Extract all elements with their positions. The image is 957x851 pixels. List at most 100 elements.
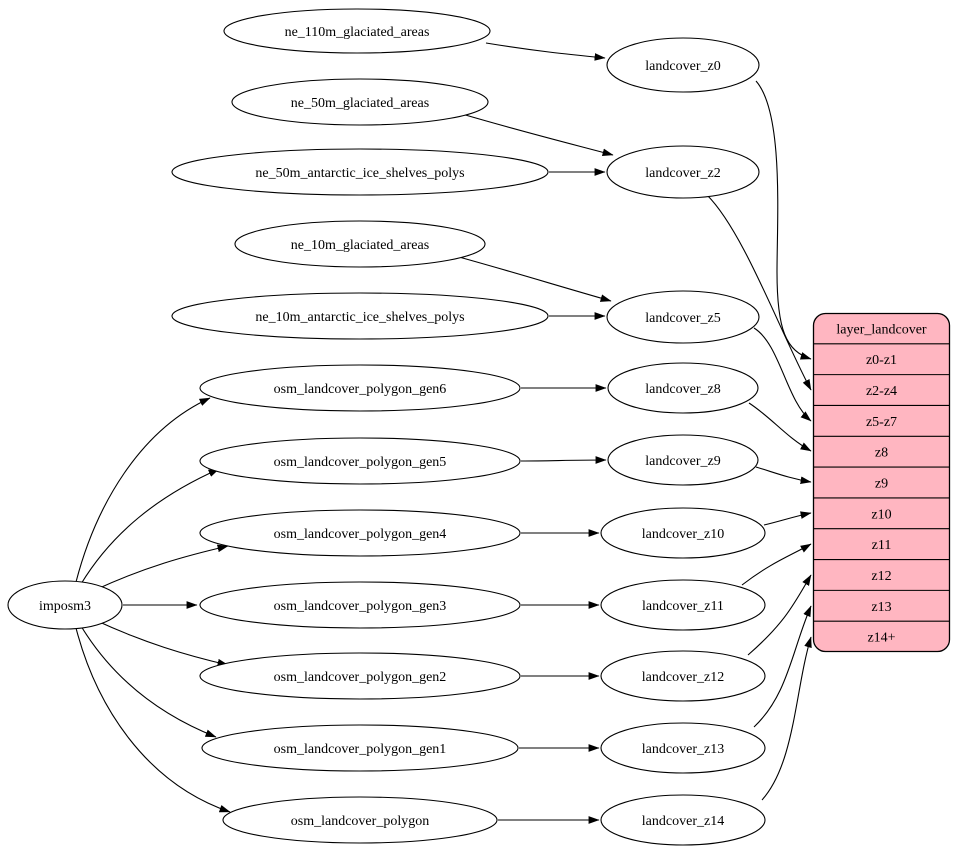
node-landcover_z2-label: landcover_z2 — [645, 166, 720, 181]
edge-landcover_z14-to-row-z14+ — [761, 636, 812, 801]
table-row-z2-z4: z2-z4 — [866, 384, 897, 399]
edge-landcover_z5-to-row-z5-z7 — [753, 327, 812, 422]
node-osm_landcover_polygon_gen6-label: osm_landcover_polygon_gen6 — [274, 382, 447, 397]
node-osm_landcover_polygon_gen5-shape — [199, 437, 521, 485]
table-layer: layer_landcoverz0-z1z2-z4z5-z7z8z9z10z11… — [812, 312, 951, 653]
node-osm_landcover_polygon_gen6-shape — [199, 364, 521, 412]
table-row-z0-z1: z0-z1 — [866, 353, 897, 368]
node-osm_landcover_polygon_gen4-label: osm_landcover_polygon_gen4 — [274, 527, 447, 542]
node-osm_landcover_polygon_gen1-label: osm_landcover_polygon_gen1 — [274, 742, 447, 757]
table-row-z13: z13 — [871, 600, 891, 615]
node-ne_10m_antarctic_ice_shelves_polys-shape — [171, 292, 549, 340]
edge-imposm3-to-osm_landcover_polygon_gen5 — [80, 468, 220, 585]
node-landcover_z0: landcover_z0 — [606, 37, 760, 93]
edge-landcover_z8-to-row-z8 — [748, 402, 812, 452]
edge-ne_50m_glaciated_areas-to-landcover_z2 — [461, 113, 614, 157]
node-osm_landcover_polygon: osm_landcover_polygon — [222, 796, 498, 844]
edges-layer — [75, 42, 812, 824]
node-landcover_z12: landcover_z12 — [600, 650, 766, 702]
node-osm_landcover_polygon_gen1: osm_landcover_polygon_gen1 — [201, 724, 519, 772]
edge-landcover_z13-to-row-z13 — [753, 605, 812, 728]
table-row-z10: z10 — [871, 507, 891, 522]
node-ne_50m_antarctic_ice_shelves_polys-shape — [171, 148, 549, 196]
node-osm_landcover_polygon_gen6: osm_landcover_polygon_gen6 — [199, 364, 521, 412]
node-landcover_z10-shape — [600, 507, 766, 559]
node-ne_10m_glaciated_areas: ne_10m_glaciated_areas — [234, 220, 486, 268]
node-osm_landcover_polygon_gen3: osm_landcover_polygon_gen3 — [199, 581, 521, 629]
node-landcover_z10-label: landcover_z10 — [642, 527, 724, 542]
node-landcover_z14-shape — [600, 794, 766, 846]
node-landcover_z0-label: landcover_z0 — [645, 59, 720, 74]
node-osm_landcover_polygon_gen4: osm_landcover_polygon_gen4 — [199, 509, 521, 557]
edge-landcover_z9-to-row-z9 — [755, 466, 812, 485]
edge-imposm3-to-osm_landcover_polygon — [75, 627, 231, 813]
node-ne_50m_glaciated_areas-label: ne_50m_glaciated_areas — [291, 96, 429, 111]
node-ne_50m_antarctic_ice_shelves_polys: ne_50m_antarctic_ice_shelves_polys — [171, 148, 549, 196]
nodes-layer: ne_110m_glaciated_areas ne_50m_glaciated_… — [7, 8, 766, 846]
node-ne_110m_glaciated_areas-shape — [223, 8, 491, 54]
node-osm_landcover_polygon-label: osm_landcover_polygon — [291, 814, 429, 829]
node-landcover_z13-label: landcover_z13 — [642, 742, 724, 757]
node-ne_50m_antarctic_ice_shelves_polys-label: ne_50m_antarctic_ice_shelves_polys — [255, 166, 464, 181]
edge-landcover_z0-to-row-z0-z1 — [755, 80, 812, 360]
node-landcover_z8-shape — [607, 362, 759, 414]
node-osm_landcover_polygon_gen5-label: osm_landcover_polygon_gen5 — [274, 455, 447, 470]
table-layer_landcover-background — [812, 312, 951, 653]
node-landcover_z10: landcover_z10 — [600, 507, 766, 559]
node-landcover_z5-label: landcover_z5 — [645, 311, 720, 326]
node-landcover_z12-shape — [600, 650, 766, 702]
node-osm_landcover_polygon_gen3-label: osm_landcover_polygon_gen3 — [274, 599, 447, 614]
table-row-z9: z9 — [875, 477, 888, 492]
node-imposm3: imposm3 — [7, 580, 123, 630]
edge-osm_landcover_polygon_gen5-to-landcover_z9 — [520, 456, 607, 464]
node-landcover_z11-shape — [600, 579, 766, 631]
table-row-z8: z8 — [875, 446, 888, 461]
node-landcover_z12-label: landcover_z12 — [642, 670, 724, 685]
edge-ne_110m_glaciated_areas-to-landcover_z0 — [485, 42, 606, 61]
edge-landcover_z12-to-row-z12 — [747, 574, 812, 656]
node-osm_landcover_polygon-shape — [222, 796, 498, 844]
node-ne_110m_glaciated_areas: ne_110m_glaciated_areas — [223, 8, 491, 54]
node-ne_10m_glaciated_areas-shape — [234, 220, 486, 268]
node-landcover_z11-label: landcover_z11 — [642, 599, 724, 614]
table-row-z14+: z14+ — [867, 631, 895, 646]
node-landcover_z13-shape — [600, 722, 766, 774]
node-landcover_z9-shape — [607, 434, 759, 486]
node-landcover_z2-shape — [606, 145, 760, 199]
node-landcover_z13: landcover_z13 — [600, 722, 766, 774]
node-landcover_z0-shape — [606, 37, 760, 93]
node-landcover_z8: landcover_z8 — [607, 362, 759, 414]
edge-imposm3-to-osm_landcover_polygon_gen2 — [94, 619, 229, 667]
node-osm_landcover_polygon_gen1-shape — [201, 724, 519, 772]
node-osm_landcover_polygon_gen4-shape — [199, 509, 521, 557]
table-row-z12: z12 — [871, 569, 891, 584]
edge-imposm3-to-osm_landcover_polygon_gen6 — [75, 397, 211, 583]
table-layer_landcover: layer_landcoverz0-z1z2-z4z5-z7z8z9z10z11… — [812, 312, 951, 653]
edge-landcover_z10-to-row-z10 — [763, 511, 812, 526]
edge-landcover_z11-to-row-z11 — [741, 543, 812, 586]
node-landcover_z8-label: landcover_z8 — [645, 382, 720, 397]
node-ne_10m_antarctic_ice_shelves_polys-label: ne_10m_antarctic_ice_shelves_polys — [255, 310, 464, 325]
table-row-z11: z11 — [872, 538, 892, 553]
node-landcover_z14-label: landcover_z14 — [642, 814, 724, 829]
node-ne_10m_antarctic_ice_shelves_polys: ne_10m_antarctic_ice_shelves_polys — [171, 292, 549, 340]
node-ne_10m_glaciated_areas-label: ne_10m_glaciated_areas — [291, 238, 429, 253]
node-osm_landcover_polygon_gen2-label: osm_landcover_polygon_gen2 — [274, 670, 447, 685]
node-osm_landcover_polygon_gen2-shape — [199, 652, 521, 700]
node-landcover_z5-shape — [606, 290, 760, 344]
edge-landcover_z2-to-row-z2-z4 — [706, 194, 812, 391]
node-ne_50m_glaciated_areas-shape — [231, 78, 489, 126]
node-landcover_z9-label: landcover_z9 — [645, 454, 720, 469]
node-imposm3-label: imposm3 — [39, 599, 91, 614]
node-landcover_z14: landcover_z14 — [600, 794, 766, 846]
node-landcover_z2: landcover_z2 — [606, 145, 760, 199]
node-imposm3-shape — [7, 580, 123, 630]
edge-imposm3-to-osm_landcover_polygon_gen1 — [80, 625, 217, 738]
edge-ne_10m_glaciated_areas-to-landcover_z5 — [458, 256, 612, 302]
node-ne_50m_glaciated_areas: ne_50m_glaciated_areas — [231, 78, 489, 126]
node-osm_landcover_polygon_gen2: osm_landcover_polygon_gen2 — [199, 652, 521, 700]
node-ne_110m_glaciated_areas-label: ne_110m_glaciated_areas — [285, 25, 430, 40]
node-osm_landcover_polygon_gen5: osm_landcover_polygon_gen5 — [199, 437, 521, 485]
